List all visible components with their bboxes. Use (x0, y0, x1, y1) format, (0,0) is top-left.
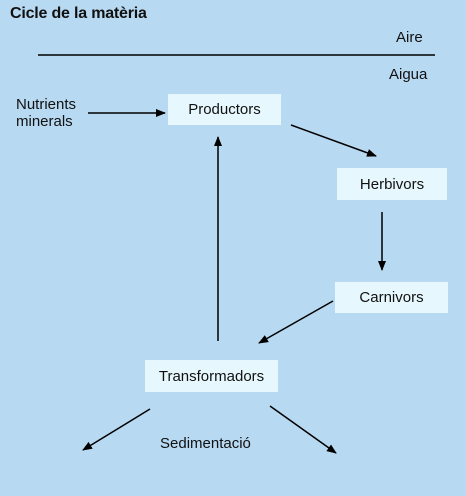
nutrients-label: Nutrients minerals (16, 96, 76, 130)
carnivores-node: Carnivors (335, 282, 448, 313)
arrow-producers-to-herbivores (290, 124, 377, 157)
nutrients-label-line2: minerals (16, 113, 73, 130)
nutrients-label-line1: Nutrients (16, 96, 77, 113)
herbivores-node: Herbivors (337, 168, 447, 200)
air-label: Aire (396, 29, 423, 46)
transformers-node: Transformadors (145, 360, 278, 392)
sedimentation-label: Sedimentació (160, 435, 251, 452)
water-label: Aigua (389, 66, 428, 83)
diagram-title: Cicle de la matèria (10, 5, 147, 22)
producers-node: Productors (168, 94, 281, 125)
arrow-sediment-right (269, 405, 337, 454)
arrow-carnivores-to-transformers (258, 300, 334, 344)
arrow-sediment-left (82, 408, 151, 451)
